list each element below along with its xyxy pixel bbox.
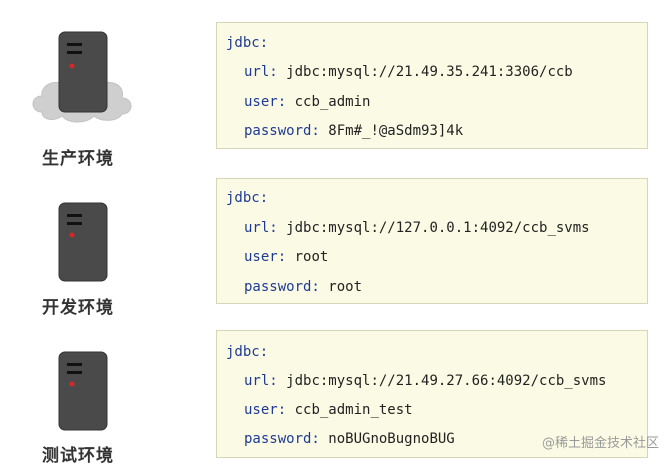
- config-key: user:: [244, 249, 287, 265]
- config-user-line: user: ccb_admin_test: [244, 402, 413, 418]
- config-url-line: url: jdbc:mysql://21.49.27.66:4092/ccb_s…: [244, 373, 606, 389]
- server-icon: [58, 202, 108, 282]
- config-box-test: jdbc: url: jdbc:mysql://21.49.27.66:4092…: [216, 330, 648, 458]
- config-box-production: jdbc: url: jdbc:mysql://21.49.35.241:330…: [216, 22, 648, 149]
- config-box-development: jdbc: url: jdbc:mysql://127.0.0.1:4092/c…: [216, 178, 648, 304]
- config-value: noBUGnoBugnoBUG: [328, 431, 455, 447]
- config-value: jdbc:mysql://21.49.27.66:4092/ccb_svms: [286, 373, 607, 389]
- config-root-key: jdbc:: [226, 344, 269, 360]
- config-value: root: [294, 249, 329, 265]
- config-password-line: password: root: [244, 279, 362, 295]
- config-user-line: user: ccb_admin: [244, 94, 370, 110]
- config-key: user:: [244, 402, 287, 418]
- config-key: password:: [244, 279, 320, 295]
- config-key: password:: [244, 431, 320, 447]
- config-value: root: [328, 279, 363, 295]
- env-label-test: 测试环境: [42, 446, 114, 466]
- config-key: password:: [244, 123, 320, 139]
- config-key: url:: [244, 220, 278, 236]
- config-password-line: password: 8Fm#_!@aSdm93]4k: [244, 123, 463, 139]
- env-label-production: 生产环境: [42, 149, 114, 169]
- config-password-line: password: noBUGnoBugnoBUG: [244, 431, 455, 447]
- config-value: ccb_admin: [294, 94, 371, 110]
- config-value: jdbc:mysql://21.49.35.241:3306/ccb: [286, 64, 573, 80]
- config-user-line: user: root: [244, 249, 328, 265]
- config-root-key: jdbc:: [226, 190, 269, 206]
- config-value: ccb_admin_test: [294, 402, 413, 418]
- env-label-development: 开发环境: [42, 298, 114, 318]
- watermark: @稀土掘金技术社区: [541, 436, 659, 451]
- server-icon: [58, 31, 108, 113]
- config-value: 8Fm#_!@aSdm93]4k: [328, 123, 464, 139]
- config-url-line: url: jdbc:mysql://127.0.0.1:4092/ccb_svm…: [244, 220, 590, 236]
- server-icon: [58, 351, 108, 431]
- config-key: url:: [244, 64, 278, 80]
- config-key: user:: [244, 94, 287, 110]
- config-key: url:: [244, 373, 278, 389]
- config-url-line: url: jdbc:mysql://21.49.35.241:3306/ccb: [244, 64, 573, 80]
- config-value: jdbc:mysql://127.0.0.1:4092/ccb_svms: [286, 220, 590, 236]
- config-root-key: jdbc:: [226, 35, 269, 51]
